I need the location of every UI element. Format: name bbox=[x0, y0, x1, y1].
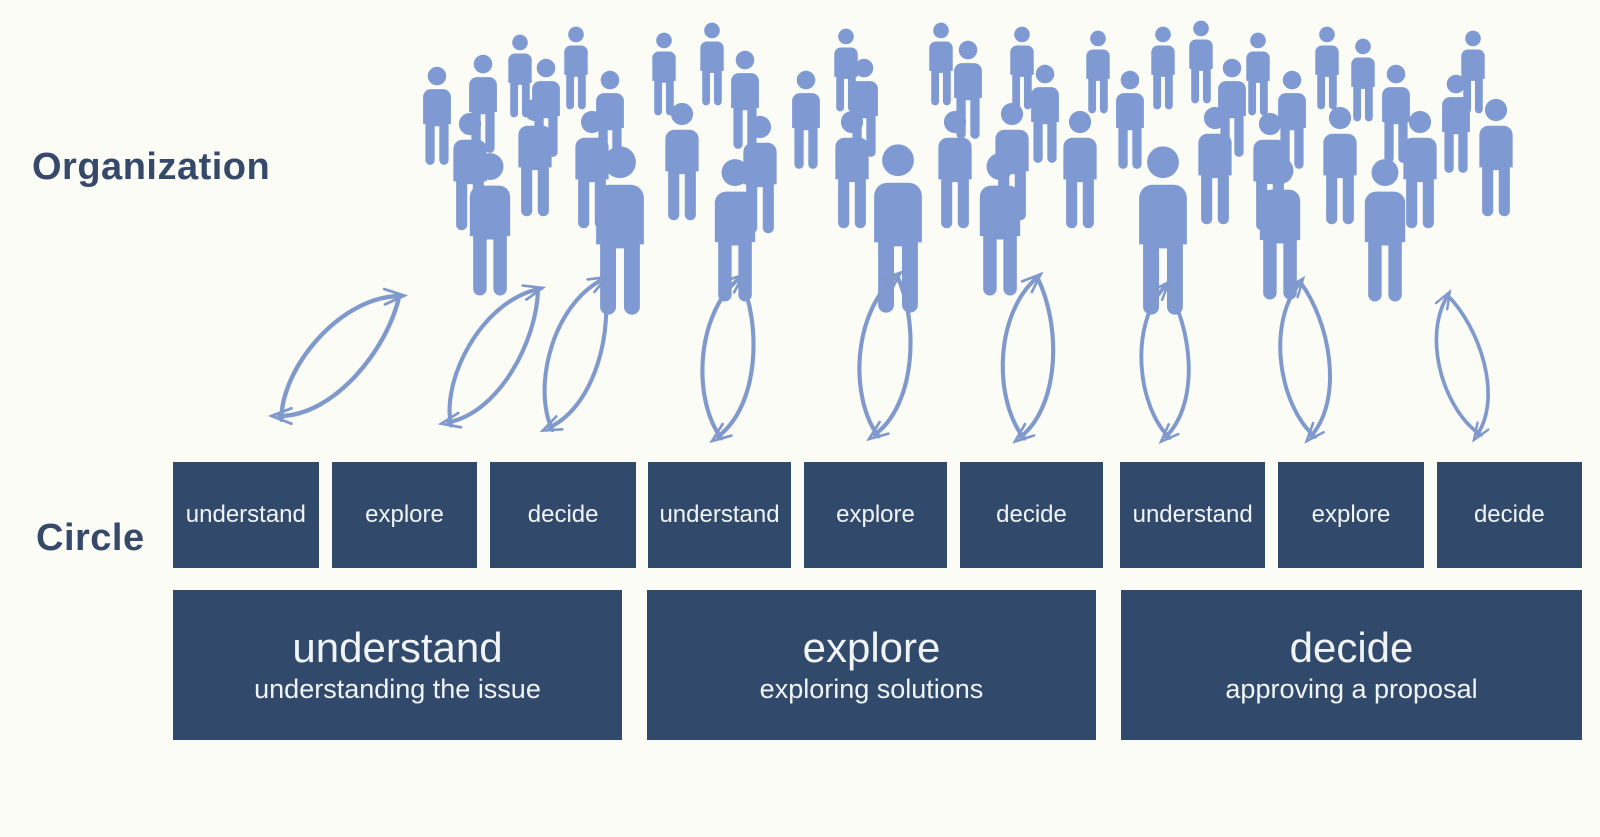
person-icon bbox=[1151, 26, 1175, 110]
person-icon bbox=[938, 110, 972, 229]
circle-step-label: understand bbox=[659, 501, 780, 528]
person-icon bbox=[1116, 70, 1144, 169]
person-icon bbox=[423, 66, 451, 165]
person-icon bbox=[995, 102, 1029, 221]
person-icon bbox=[700, 22, 724, 106]
circle-step-explore: explore bbox=[804, 462, 947, 568]
person-icon bbox=[1139, 146, 1187, 315]
person-icon bbox=[979, 153, 1021, 296]
circle-step-label: decide bbox=[1473, 501, 1545, 528]
person-icon bbox=[835, 110, 869, 229]
circle-step-understand: understand bbox=[173, 462, 319, 568]
person-icon bbox=[1351, 38, 1375, 122]
cycle-arrow-icon bbox=[996, 276, 1059, 440]
circle-group: understand explore decide bbox=[173, 462, 636, 568]
person-icon bbox=[1479, 98, 1513, 217]
circle-step-label: understand bbox=[1132, 501, 1253, 528]
person-icon bbox=[575, 110, 609, 229]
person-icon bbox=[665, 102, 699, 221]
circle-step-decide: decide bbox=[490, 462, 636, 568]
person-icon bbox=[1253, 112, 1287, 231]
process-step-subtitle: exploring solutions bbox=[759, 673, 984, 704]
person-icon bbox=[532, 58, 560, 157]
person-icon bbox=[453, 112, 487, 231]
person-icon bbox=[1259, 157, 1301, 300]
person-icon bbox=[731, 50, 759, 149]
person-icon bbox=[743, 115, 777, 234]
circle-step-label: decide bbox=[527, 501, 599, 528]
cycle-arrow-icon bbox=[856, 275, 914, 437]
person-icon bbox=[652, 32, 676, 116]
person-icon bbox=[1442, 74, 1470, 173]
person-icon bbox=[834, 28, 858, 112]
circle-step-label: explore bbox=[1311, 501, 1391, 528]
circle-group: understand explore decide bbox=[648, 462, 1103, 568]
cycle-arrow-icon bbox=[699, 277, 757, 439]
person-icon bbox=[1382, 64, 1410, 163]
person-icon bbox=[1086, 30, 1110, 114]
process-step-title: understand bbox=[292, 623, 503, 671]
circle-step-decide: decide bbox=[1436, 462, 1582, 568]
person-icon bbox=[469, 54, 497, 153]
cycle-arrow-icon bbox=[267, 271, 409, 441]
circle-step-label: explore bbox=[365, 501, 444, 528]
person-icon bbox=[850, 58, 878, 157]
person-icon bbox=[596, 146, 644, 315]
person-icon bbox=[564, 26, 588, 110]
cycle-arrow-icon bbox=[1262, 279, 1348, 440]
person-icon bbox=[1198, 106, 1232, 225]
circle-step-understand: understand bbox=[1120, 462, 1266, 568]
person-icon bbox=[596, 70, 624, 169]
person-icon bbox=[1461, 30, 1485, 114]
person-icon bbox=[1315, 26, 1339, 110]
organization-label: Organization bbox=[32, 146, 271, 188]
process-step-title: explore bbox=[802, 623, 941, 671]
person-icon bbox=[1063, 110, 1097, 229]
person-icon bbox=[929, 22, 953, 106]
person-icon bbox=[1031, 64, 1059, 163]
process-step-subtitle: understanding the issue bbox=[254, 673, 541, 704]
person-icon bbox=[1364, 159, 1406, 302]
person-icon bbox=[469, 153, 511, 296]
cycle-arrow-icon bbox=[436, 272, 549, 440]
person-icon bbox=[874, 144, 922, 313]
person-icon bbox=[792, 70, 820, 169]
person-icon bbox=[954, 40, 982, 139]
circle-step-label: explore bbox=[836, 501, 915, 528]
person-icon bbox=[714, 159, 756, 302]
person-icon bbox=[1010, 26, 1034, 110]
cycle-arrow-icon bbox=[536, 272, 614, 436]
person-icon bbox=[518, 98, 552, 217]
person-icon bbox=[1218, 58, 1246, 157]
process-step-subtitle: approving a proposal bbox=[1225, 673, 1478, 704]
circle-step-label: understand bbox=[185, 501, 306, 528]
process-step-title: decide bbox=[1289, 623, 1414, 671]
person-icon bbox=[1403, 110, 1437, 229]
circle-step-explore: explore bbox=[331, 462, 478, 568]
person-icon bbox=[1323, 106, 1357, 225]
cycle-arrow-icon bbox=[1128, 283, 1203, 440]
circle-step-label: decide bbox=[996, 501, 1067, 528]
circle-group: understand explore decide bbox=[1120, 462, 1582, 568]
person-icon bbox=[1189, 20, 1213, 104]
circle-step-explore: explore bbox=[1278, 462, 1424, 568]
person-icon bbox=[1246, 32, 1270, 116]
person-icon bbox=[508, 34, 532, 118]
circle-label: Circle bbox=[36, 517, 145, 559]
person-icon bbox=[1278, 70, 1306, 169]
circle-step-understand: understand bbox=[648, 462, 791, 568]
circle-step-decide: decide bbox=[960, 462, 1103, 568]
cycle-arrow-icon bbox=[1414, 292, 1510, 441]
